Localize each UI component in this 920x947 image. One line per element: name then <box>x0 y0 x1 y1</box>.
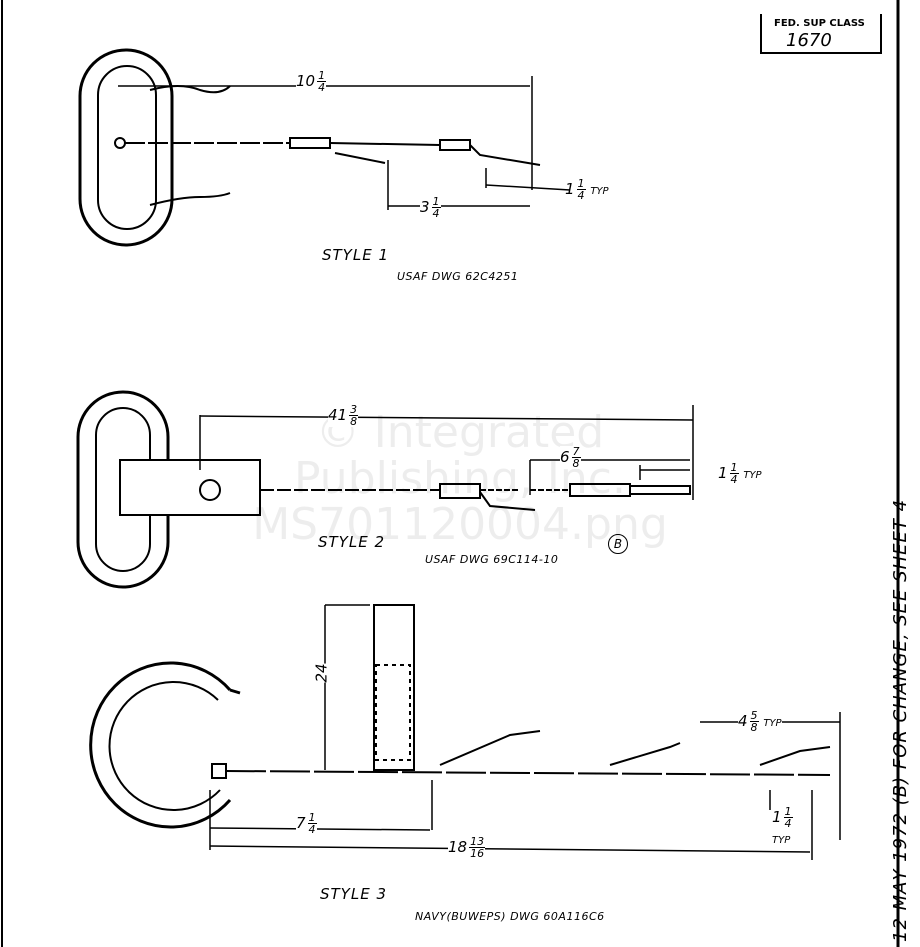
style1-figure <box>78 48 571 247</box>
revision-letter: B <box>890 783 911 798</box>
style2-figure <box>76 390 694 589</box>
style3-dim-strap: 24 <box>312 663 331 683</box>
watermark-line-3: MS701120004.png <box>252 499 668 550</box>
watermark-line-2: Publishing, Inc. <box>294 453 626 504</box>
fed-sup-class-header: FED. SUP CLASS <box>774 18 865 29</box>
style3-drawing-number: NAVY(BUWEPS) DWG 60A116C6 <box>415 910 605 923</box>
style2-label: STYLE 2 <box>318 533 385 551</box>
style3-figure <box>89 604 841 860</box>
style2-revision-circle: B <box>608 534 628 554</box>
revision-text: FOR CHANGE, SEE SHEET 4 <box>890 498 911 770</box>
watermark-line-1: © Integrated <box>315 407 605 458</box>
fed-supply-class-box: FED. SUP CLASS 1670 <box>760 14 882 54</box>
style1-drawing-number: USAF DWG 62C4251 <box>397 270 519 283</box>
style2-drawing-number: USAF DWG 69C114-10 <box>425 553 559 566</box>
revision-date: 12 MAY 1972 <box>890 812 911 942</box>
revision-note: 12 MAY 1972 (B) FOR CHANGE, SEE SHEET 4 <box>890 498 911 942</box>
style1-label: STYLE 1 <box>322 246 389 264</box>
fed-sup-class-value: 1670 <box>786 30 832 51</box>
style3-label: STYLE 3 <box>320 885 387 903</box>
